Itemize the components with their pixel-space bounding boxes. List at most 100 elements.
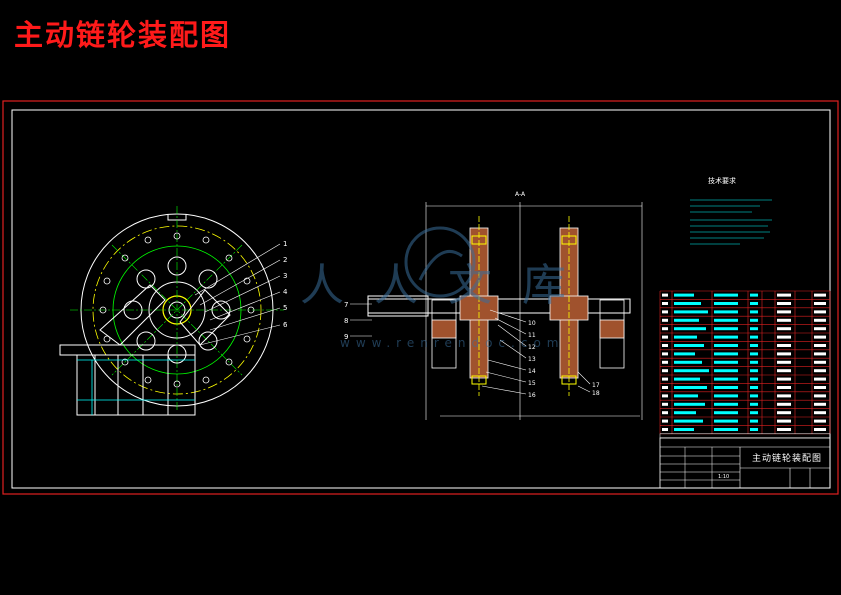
bearing-housings bbox=[431, 299, 625, 369]
row-weight-mark bbox=[814, 402, 826, 406]
row-code-mark bbox=[714, 302, 738, 305]
row-qty-mark bbox=[750, 327, 758, 331]
callout-13: 13 bbox=[528, 356, 536, 363]
hole bbox=[198, 331, 218, 351]
row-material-mark bbox=[777, 394, 791, 398]
row-name-mark bbox=[674, 302, 701, 305]
row-name-mark bbox=[674, 327, 706, 331]
row-name-mark bbox=[674, 310, 708, 314]
table-header-band bbox=[659, 433, 831, 439]
row-index-mark bbox=[662, 369, 668, 373]
bolt-hole bbox=[103, 277, 111, 285]
watermark-url: www.renrendoc.com bbox=[340, 336, 564, 350]
row-qty-mark bbox=[750, 302, 758, 305]
row-weight-mark bbox=[814, 293, 826, 297]
bolt-hole bbox=[225, 358, 233, 366]
callout-15: 15 bbox=[528, 380, 536, 387]
row-qty-mark bbox=[750, 344, 758, 347]
row-material-mark bbox=[777, 310, 791, 314]
row-material-mark bbox=[777, 411, 791, 415]
dimension-lines bbox=[425, 202, 643, 420]
row-index-mark bbox=[662, 352, 668, 356]
row-index-mark bbox=[662, 327, 668, 331]
hole bbox=[167, 256, 187, 276]
bolt-hole bbox=[144, 236, 152, 244]
section-leaders bbox=[350, 303, 591, 395]
bolt-hole bbox=[243, 335, 251, 343]
row-code-mark bbox=[714, 369, 738, 373]
callout-7: 7 bbox=[344, 301, 348, 309]
drawing-scale: 1:10 bbox=[718, 474, 729, 480]
callout-4: 4 bbox=[283, 288, 288, 296]
callout-5: 5 bbox=[283, 304, 287, 312]
technical-requirements: 技术要求 bbox=[690, 176, 772, 245]
row-code-mark bbox=[714, 310, 738, 314]
callouts-mid-group: 7 8 9 bbox=[344, 301, 348, 341]
row-code-mark bbox=[714, 344, 738, 347]
row-material-mark bbox=[777, 428, 791, 431]
bolt-hole bbox=[99, 306, 107, 314]
row-index-mark bbox=[662, 386, 668, 389]
row-code-mark bbox=[714, 293, 738, 297]
row-weight-mark bbox=[814, 344, 826, 347]
row-code-mark bbox=[714, 335, 738, 339]
row-code-mark bbox=[714, 402, 738, 406]
row-qty-mark bbox=[750, 411, 758, 415]
bolt-hole bbox=[173, 380, 181, 388]
row-index-mark bbox=[662, 293, 668, 297]
row-qty-mark bbox=[750, 335, 758, 339]
hole bbox=[198, 269, 218, 289]
row-weight-mark bbox=[814, 369, 826, 373]
row-index-mark bbox=[662, 394, 668, 398]
row-name-mark bbox=[674, 352, 695, 356]
parts-list-table bbox=[659, 290, 831, 439]
row-weight-mark bbox=[814, 419, 826, 423]
row-name-mark bbox=[674, 335, 697, 339]
row-name-mark bbox=[674, 369, 709, 373]
row-index-mark bbox=[662, 318, 668, 322]
row-index-mark bbox=[662, 411, 668, 415]
watermark-chars: 人人文库 bbox=[300, 260, 596, 311]
row-index-mark bbox=[662, 377, 668, 381]
sprocket-face-view bbox=[59, 206, 284, 416]
lightening-holes bbox=[123, 256, 231, 364]
hole bbox=[211, 300, 231, 320]
row-index-mark bbox=[662, 302, 668, 305]
callout-2: 2 bbox=[283, 256, 287, 264]
callout-10: 10 bbox=[528, 320, 536, 327]
bolt-hole bbox=[121, 254, 129, 262]
row-material-mark bbox=[777, 360, 791, 364]
row-material-mark bbox=[777, 302, 791, 305]
row-weight-mark bbox=[814, 302, 826, 305]
callout-16: 16 bbox=[528, 392, 536, 399]
center-line-d2 bbox=[111, 244, 243, 376]
row-weight-mark bbox=[814, 411, 826, 415]
row-material-mark bbox=[777, 419, 791, 423]
row-code-mark bbox=[714, 377, 738, 381]
drawing-name: 主动链轮装配图 bbox=[752, 452, 822, 464]
row-weight-mark bbox=[814, 352, 826, 356]
row-qty-mark bbox=[750, 352, 758, 356]
bolt-hole bbox=[121, 358, 129, 366]
bolt-hole bbox=[103, 335, 111, 343]
callout-9: 9 bbox=[344, 333, 348, 341]
bolt-hole bbox=[247, 306, 255, 314]
right-sprocket bbox=[549, 216, 589, 396]
row-name-mark bbox=[674, 360, 702, 364]
section-view-a-a: A-A bbox=[350, 191, 643, 420]
row-material-mark bbox=[777, 335, 791, 339]
row-qty-mark bbox=[750, 293, 758, 297]
bolt-hole bbox=[225, 254, 233, 262]
row-code-mark bbox=[714, 411, 738, 415]
row-name-mark bbox=[674, 428, 694, 431]
row-material-mark bbox=[777, 293, 791, 297]
row-code-mark bbox=[714, 394, 738, 398]
row-weight-mark bbox=[814, 394, 826, 398]
row-qty-mark bbox=[750, 369, 758, 373]
leader-lines-left bbox=[194, 243, 281, 346]
bolt-hole bbox=[243, 277, 251, 285]
support-base-plate bbox=[76, 354, 196, 416]
row-weight-mark bbox=[814, 318, 826, 322]
row-name-mark bbox=[674, 402, 705, 406]
callout-11: 11 bbox=[528, 332, 536, 339]
